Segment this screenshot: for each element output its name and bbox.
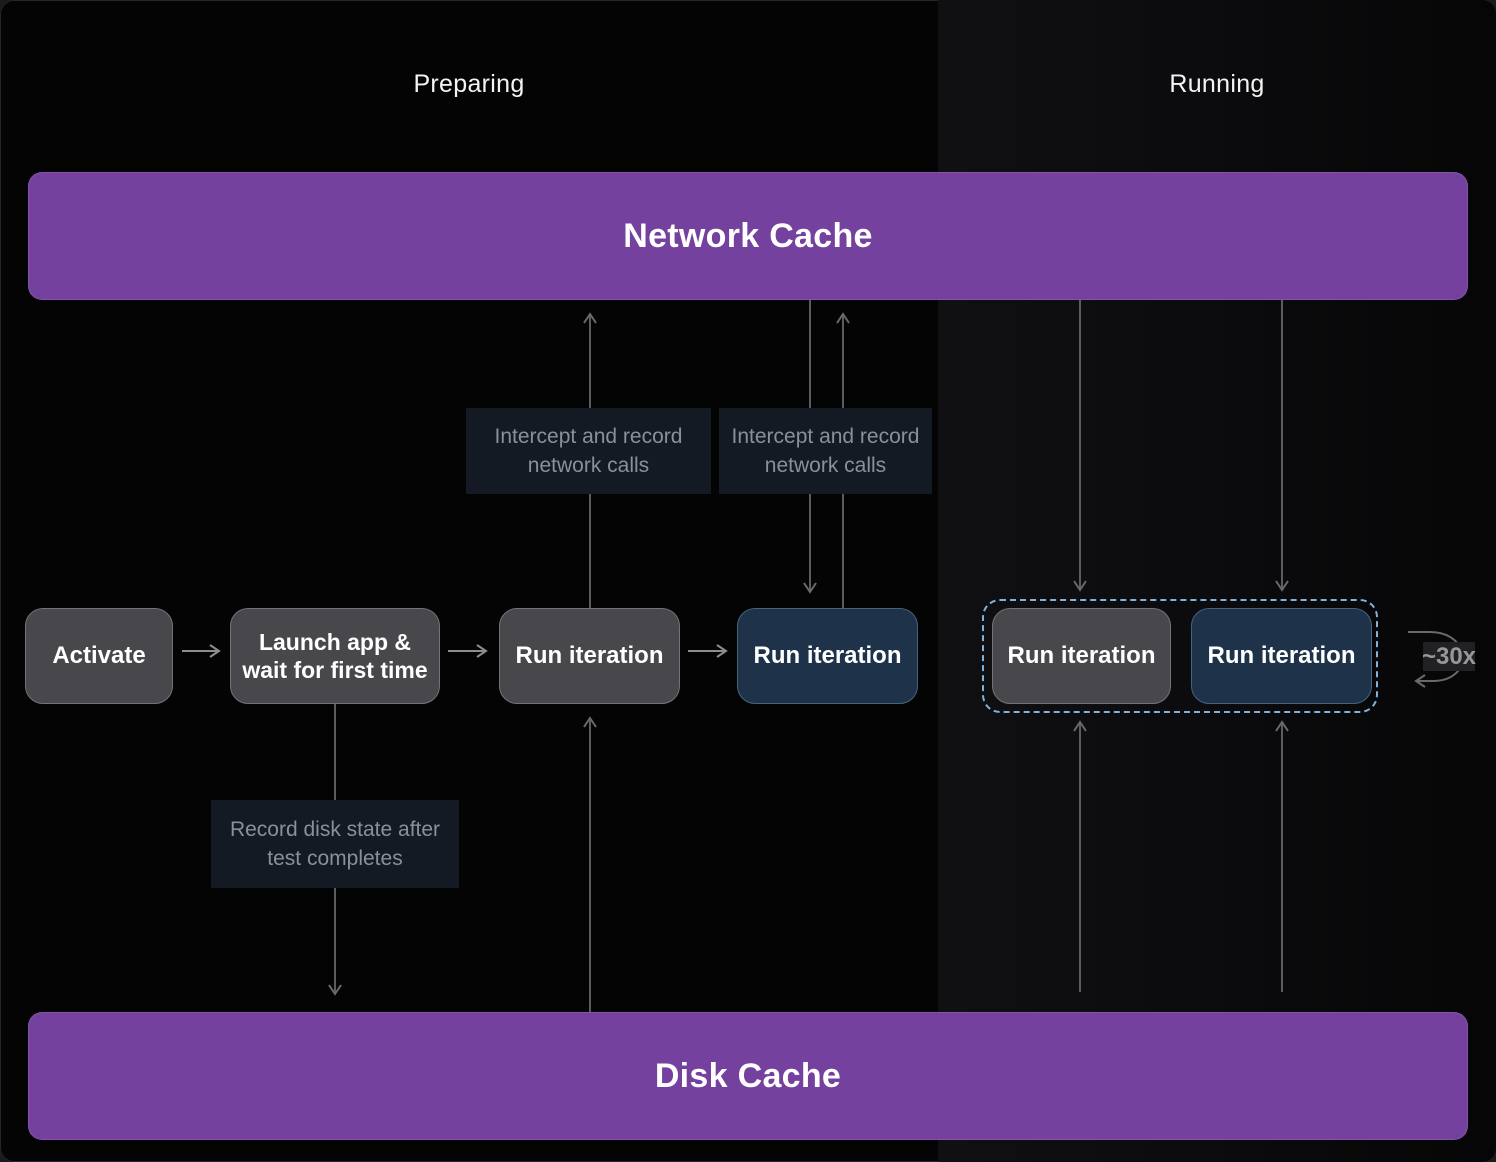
note-intercept-network-calls-1: Intercept and record network calls [466,408,711,494]
disk-cache-bar: Disk Cache [28,1012,1468,1140]
network-cache-bar: Network Cache [28,172,1468,300]
node-launch-app: Launch app & wait for first time [230,608,440,704]
network-cache-label: Network Cache [623,216,873,255]
note-intercept-network-calls-2: Intercept and record network calls [719,408,932,494]
disk-cache-label: Disk Cache [654,1056,842,1095]
running-loop-group [982,599,1378,713]
note-record-disk-state: Record disk state after test completes [211,800,459,888]
node-running-iteration-replay: Run iteration [1191,608,1372,704]
node-running-iteration-record: Run iteration [992,608,1171,704]
loop-count-badge: ~30x [1421,642,1477,671]
node-activate: Activate [25,608,173,704]
phase-label-running: Running [1169,70,1265,98]
phase-label-preparing: Preparing [413,70,525,98]
node-run-iteration-replay: Run iteration [737,608,918,704]
node-run-iteration-record: Run iteration [499,608,680,704]
